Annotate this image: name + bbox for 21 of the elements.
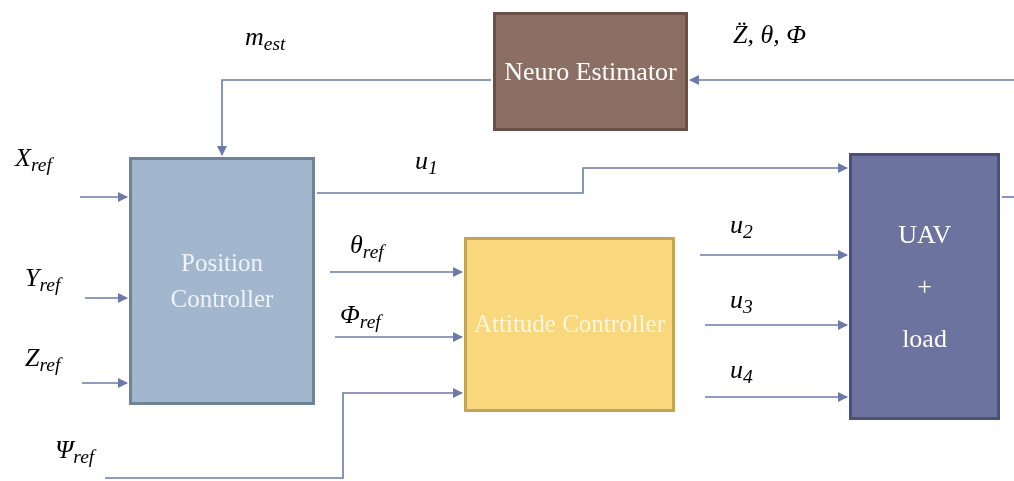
arrow (689, 75, 1014, 85)
arrow (81, 378, 128, 388)
arrow (699, 250, 848, 260)
arrow (79, 192, 128, 202)
arrow (104, 388, 463, 479)
signal-label: Z̈, θ, Φ (733, 22, 807, 48)
block-label: Position Controller (169, 247, 275, 314)
arrow (334, 332, 463, 342)
controller-block (129, 157, 315, 405)
controller-block (464, 237, 675, 412)
plant-block (849, 153, 1000, 420)
arrow (704, 320, 848, 330)
arrow (704, 392, 848, 402)
block-label: Neuro Estimator (504, 55, 677, 88)
arrow (316, 163, 848, 194)
block-label: Attitude Controller (474, 309, 665, 340)
block-label: UAV + load (898, 218, 951, 355)
estimator-block (493, 12, 688, 131)
arrow (329, 267, 463, 277)
arrow (217, 79, 492, 156)
arrow (84, 293, 128, 303)
